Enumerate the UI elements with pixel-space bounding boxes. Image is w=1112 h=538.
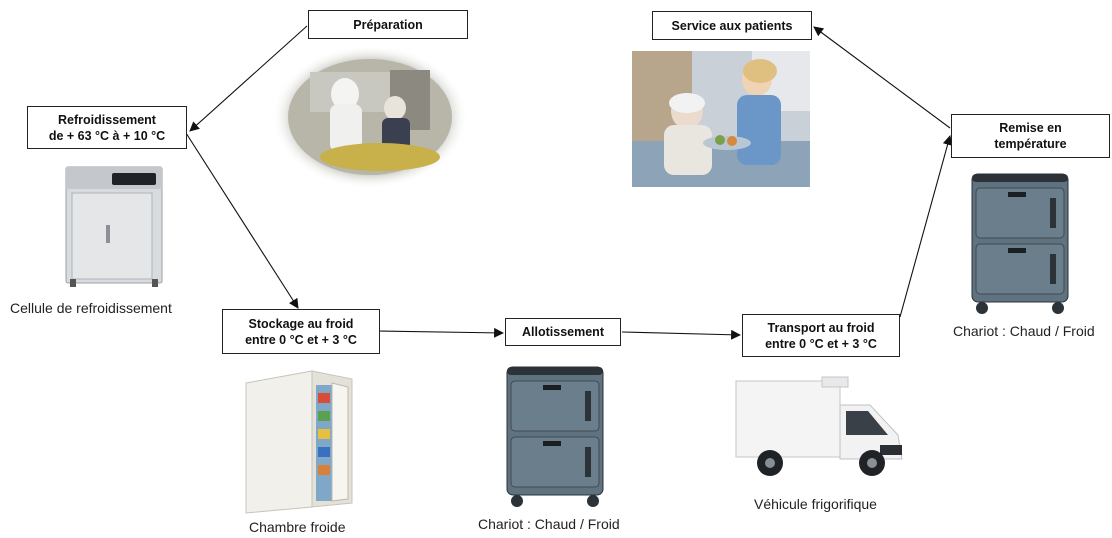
step-preparation-label: Préparation <box>353 17 423 32</box>
step-remise-line2: température <box>994 137 1067 151</box>
patient-service-image <box>632 51 810 187</box>
step-stockage-line2: entre 0 °C et + 3 °C <box>245 332 357 347</box>
arrow-transport-to-remise <box>899 135 953 318</box>
cart-remise-image <box>971 173 1069 314</box>
step-transport: Transport au froid entre 0 °C et + 3 °C <box>742 314 900 357</box>
arrow-remise-to-service <box>813 26 951 129</box>
caption-chariot-remise: Chariot : Chaud / Froid <box>953 323 1095 339</box>
step-allotissement-label: Allotissement <box>522 325 604 339</box>
caption-chambre: Chambre froide <box>249 519 346 535</box>
step-service: Service aux patients <box>652 11 812 40</box>
step-preparation: Préparation <box>308 10 468 39</box>
refrigerated-van-image <box>735 376 903 476</box>
arrow-refroidissement-to-stockage <box>185 132 299 309</box>
caption-chariot-allotissement: Chariot : Chaud / Froid <box>478 516 620 532</box>
caption-cellule: Cellule de refroidissement <box>10 300 172 316</box>
cart-allotissement-image <box>506 366 604 507</box>
step-stockage: Stockage au froid entre 0 °C et + 3 °C <box>222 309 380 354</box>
step-refroidissement-line2: de + 63 °C à + 10 °C <box>48 128 166 143</box>
caption-vehicule: Véhicule frigorifique <box>754 496 877 512</box>
step-refroidissement: Refroidissement de + 63 °C à + 10 °C <box>27 106 187 149</box>
step-remise-line1: Remise en <box>999 121 1062 135</box>
step-allotissement: Allotissement <box>505 318 621 346</box>
step-refroidissement-line1: Refroidissement <box>58 112 156 127</box>
kitchen-preparation-image <box>272 45 468 189</box>
step-service-label: Service aux patients <box>671 18 793 33</box>
cold-room-image <box>245 370 353 514</box>
arrow-preparation-to-refroidissement <box>189 25 308 132</box>
arrow-stockage-to-allotissement <box>379 327 504 338</box>
step-transport-line2: entre 0 °C et + 3 °C <box>765 336 877 351</box>
arrow-allotissement-to-transport <box>621 329 741 340</box>
blast-chiller-image <box>65 166 163 287</box>
step-stockage-line1: Stockage au froid <box>248 316 354 331</box>
step-remise: Remise en température <box>951 114 1110 158</box>
step-transport-line1: Transport au froid <box>767 320 875 335</box>
